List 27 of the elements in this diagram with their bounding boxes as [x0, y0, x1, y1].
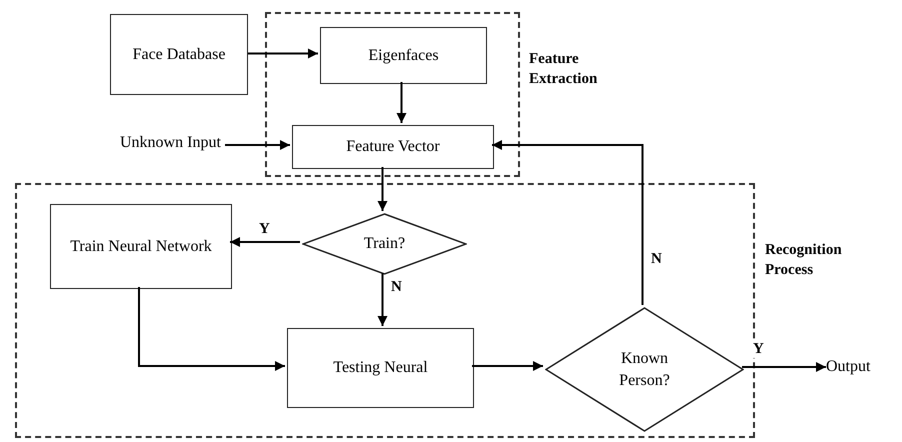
arrow	[396, 82, 406, 123]
decision-text: Known Person?	[618, 348, 671, 390]
input-label: Unknown Input	[120, 133, 221, 153]
box-text: Eigenfaces	[368, 46, 439, 66]
arrow	[225, 140, 290, 150]
process-box	[287, 328, 474, 408]
arrow	[492, 140, 644, 305]
process-box	[110, 14, 248, 95]
box-text: Face Database	[132, 44, 226, 64]
arrow	[378, 273, 388, 326]
process-box	[320, 27, 487, 84]
arrow	[378, 167, 388, 211]
process-box	[292, 125, 494, 169]
decision-text: Train?	[362, 234, 406, 254]
process-box	[50, 204, 232, 289]
arrow	[230, 237, 300, 247]
arrow	[742, 362, 826, 372]
arrow	[472, 361, 543, 371]
box-text: Testing Neural	[333, 358, 428, 378]
box-text: Feature Vector	[346, 137, 440, 157]
output-label: Output	[826, 357, 870, 377]
edge-label: Y	[752, 340, 765, 358]
group-heading: Feature Extraction	[529, 50, 598, 89]
arrow	[248, 48, 318, 58]
arrow	[138, 287, 285, 371]
group-heading: Recognition Process	[765, 241, 843, 280]
box-text: Train Neural Network	[70, 236, 212, 256]
